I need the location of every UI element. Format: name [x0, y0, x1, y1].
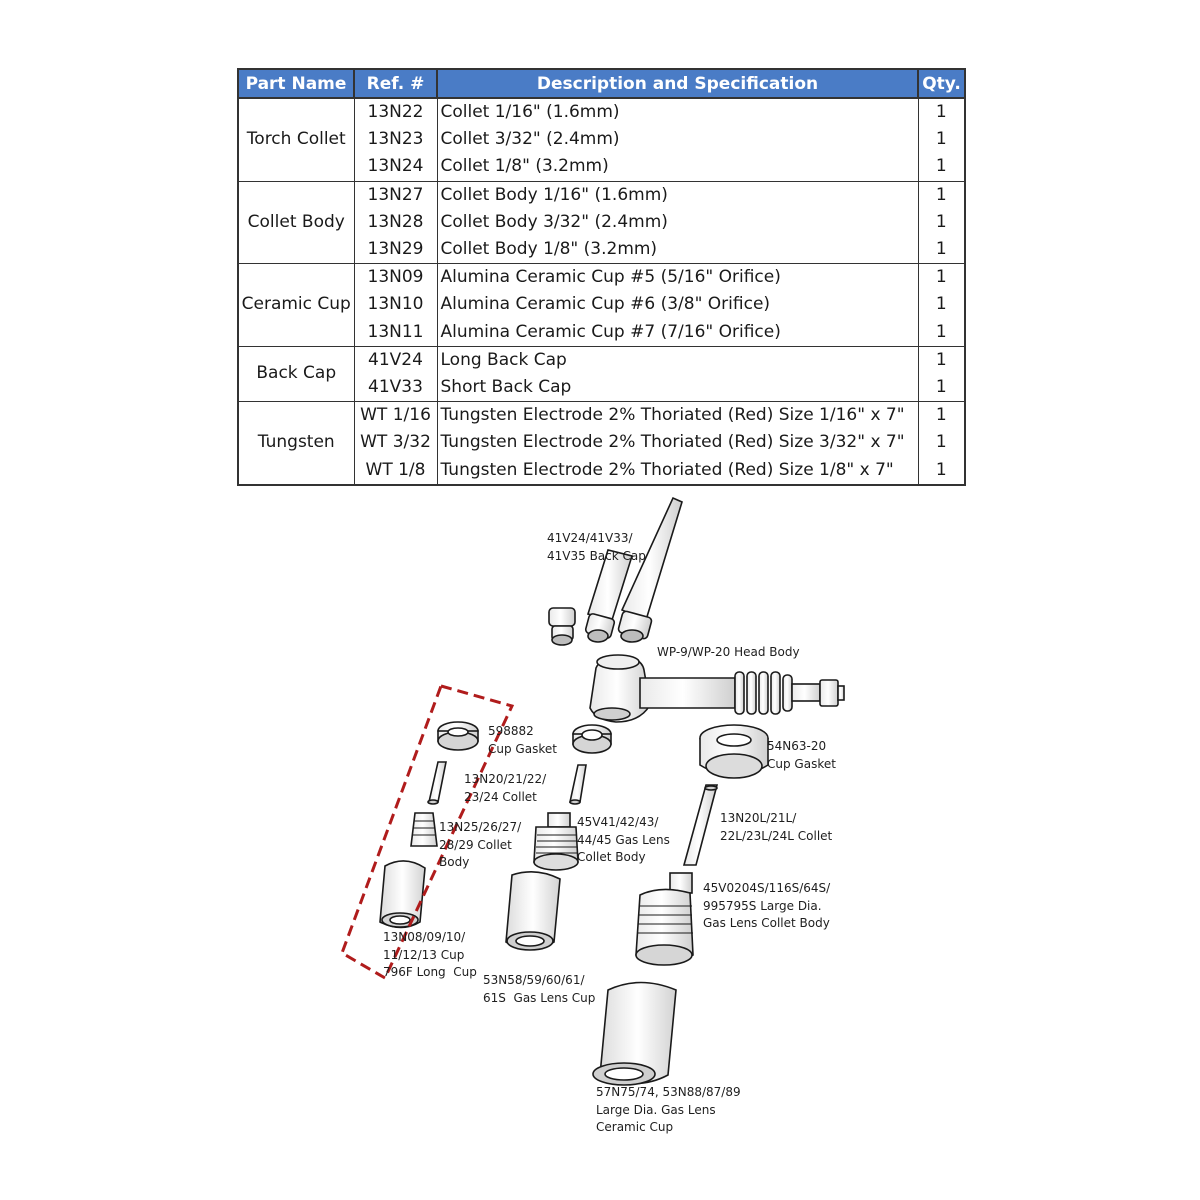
cup-gasket-left-part: [437, 721, 479, 751]
qty-cell: 1: [917, 126, 966, 154]
description-cell: Alumina Ceramic Cup #7 (7/16" Orifice): [436, 318, 919, 347]
description-cell: Long Back Cap: [436, 345, 919, 374]
ref-cell: 13N28: [353, 208, 438, 236]
ref-cell: WT 3/32: [353, 429, 438, 457]
qty-cell: 1: [917, 429, 966, 457]
label-large-dia-collet-body: 45V0204S/116S/64S/ 995795S Large Dia. Ga…: [703, 881, 831, 930]
part-name-cell: Torch Collet: [237, 97, 355, 182]
label-collet-13n20l: 13N20L/21L/ 22L/23L/24L Collet: [720, 811, 833, 843]
header-description: Description and Specification: [436, 68, 919, 99]
qty-cell: 1: [917, 291, 966, 319]
description-cell: Collet Body 1/8" (3.2mm): [436, 235, 919, 264]
collet-body-left-part: [410, 812, 438, 847]
collet-left-part: [427, 761, 447, 805]
cup-gasket-middle-part: [572, 724, 612, 754]
long-back-cap-part: [617, 496, 683, 643]
header-ref: Ref. #: [353, 68, 438, 99]
part-name-cell: Collet Body: [237, 180, 355, 264]
collet-middle-part: [569, 764, 587, 805]
qty-cell: 1: [917, 318, 966, 347]
ref-cell: 13N10: [353, 291, 438, 319]
part-name-cell: Back Cap: [237, 345, 355, 402]
label-gas-lens-collet-body: 45V41/42/43/ 44/45 Gas Lens Collet Body: [577, 815, 670, 864]
cup-gasket-large-part: [699, 724, 769, 779]
description-cell: Alumina Ceramic Cup #6 (3/8" Orifice): [436, 291, 919, 319]
qty-cell: 1: [917, 97, 966, 127]
header-part-name: Part Name: [237, 68, 355, 99]
description-cell: Collet Body 3/32" (2.4mm): [436, 208, 919, 236]
qty-cell: 1: [917, 401, 966, 430]
table-header-row: Part Name Ref. # Description and Specifi…: [237, 68, 966, 99]
qty-cell: 1: [917, 153, 966, 182]
long-cup-left-part: [379, 860, 426, 929]
label-collet-13n20: 13N20/21/22/ 23/24 Collet: [464, 772, 547, 804]
description-cell: Short Back Cap: [436, 373, 919, 402]
description-cell: Tungsten Electrode 2% Thoriated (Red) Si…: [436, 429, 919, 457]
gas-lens-collet-body-part: [533, 812, 579, 871]
part-name-cell: Tungsten: [237, 401, 355, 485]
description-cell: Collet 1/8" (3.2mm): [436, 153, 919, 182]
qty-cell: 1: [917, 235, 966, 264]
head-body-part: [589, 654, 845, 723]
highlight-dashed-box: [340, 684, 515, 981]
label-cup-gasket-54n63: 54N63-20 Cup Gasket: [767, 739, 836, 771]
ref-cell: 41V24: [353, 345, 438, 374]
description-cell: Tungsten Electrode 2% Thoriated (Red) Si…: [436, 456, 919, 485]
large-dia-cup-part: [592, 981, 677, 1086]
ref-cell: WT 1/8: [353, 456, 438, 485]
label-head-body: WP-9/WP-20 Head Body: [657, 645, 800, 659]
qty-cell: 1: [917, 345, 966, 374]
parts-table: Part Name Ref. # Description and Specifi…: [237, 68, 966, 486]
ref-cell: 13N11: [353, 318, 438, 347]
label-collet-body-13n25: 13N25/26/27/ 28/29 Collet Body: [439, 820, 522, 869]
description-cell: Tungsten Electrode 2% Thoriated (Red) Si…: [436, 401, 919, 430]
label-gas-lens-cup: 53N58/59/60/61/ 61S Gas Lens Cup: [483, 973, 596, 1005]
qty-cell: 1: [917, 456, 966, 485]
qty-cell: 1: [917, 373, 966, 402]
small-back-cap-part: [548, 607, 576, 646]
ref-cell: 41V33: [353, 373, 438, 402]
diagram-drawing: [340, 496, 845, 1086]
qty-cell: 1: [917, 180, 966, 209]
header-qty: Qty.: [917, 68, 966, 99]
short-back-cap-part: [584, 549, 634, 643]
description-cell: Collet 1/16" (1.6mm): [436, 97, 919, 127]
large-dia-collet-body-part: [635, 872, 694, 966]
gas-lens-cup-part: [505, 871, 561, 951]
ref-cell: 13N09: [353, 263, 438, 292]
label-cup-gasket-598882: 598882 Cup Gasket: [488, 724, 557, 756]
ref-cell: 13N29: [353, 235, 438, 264]
label-back-cap: 41V24/41V33/ 41V35 Back Cap: [547, 531, 646, 563]
label-cup-13n08: 13N08/09/10/ 11/12/13 Cup 796F Long Cup: [383, 930, 477, 979]
ref-cell: 13N23: [353, 126, 438, 154]
large-collet-part: [682, 784, 719, 866]
qty-cell: 1: [917, 263, 966, 292]
description-cell: Collet Body 1/16" (1.6mm): [436, 180, 919, 209]
description-cell: Collet 3/32" (2.4mm): [436, 126, 919, 154]
ref-cell: WT 1/16: [353, 401, 438, 430]
qty-cell: 1: [917, 208, 966, 236]
part-name-cell: Ceramic Cup: [237, 263, 355, 347]
label-large-dia-cup: 57N75/74, 53N88/87/89 Large Dia. Gas Len…: [596, 1085, 741, 1134]
torch-exploded-diagram: 41V24/41V33/ 41V35 Back Cap WP-9/WP-20 H…: [0, 490, 1200, 1190]
description-cell: Alumina Ceramic Cup #5 (5/16" Orifice): [436, 263, 919, 292]
ref-cell: 13N24: [353, 153, 438, 182]
ref-cell: 13N27: [353, 180, 438, 209]
ref-cell: 13N22: [353, 97, 438, 127]
